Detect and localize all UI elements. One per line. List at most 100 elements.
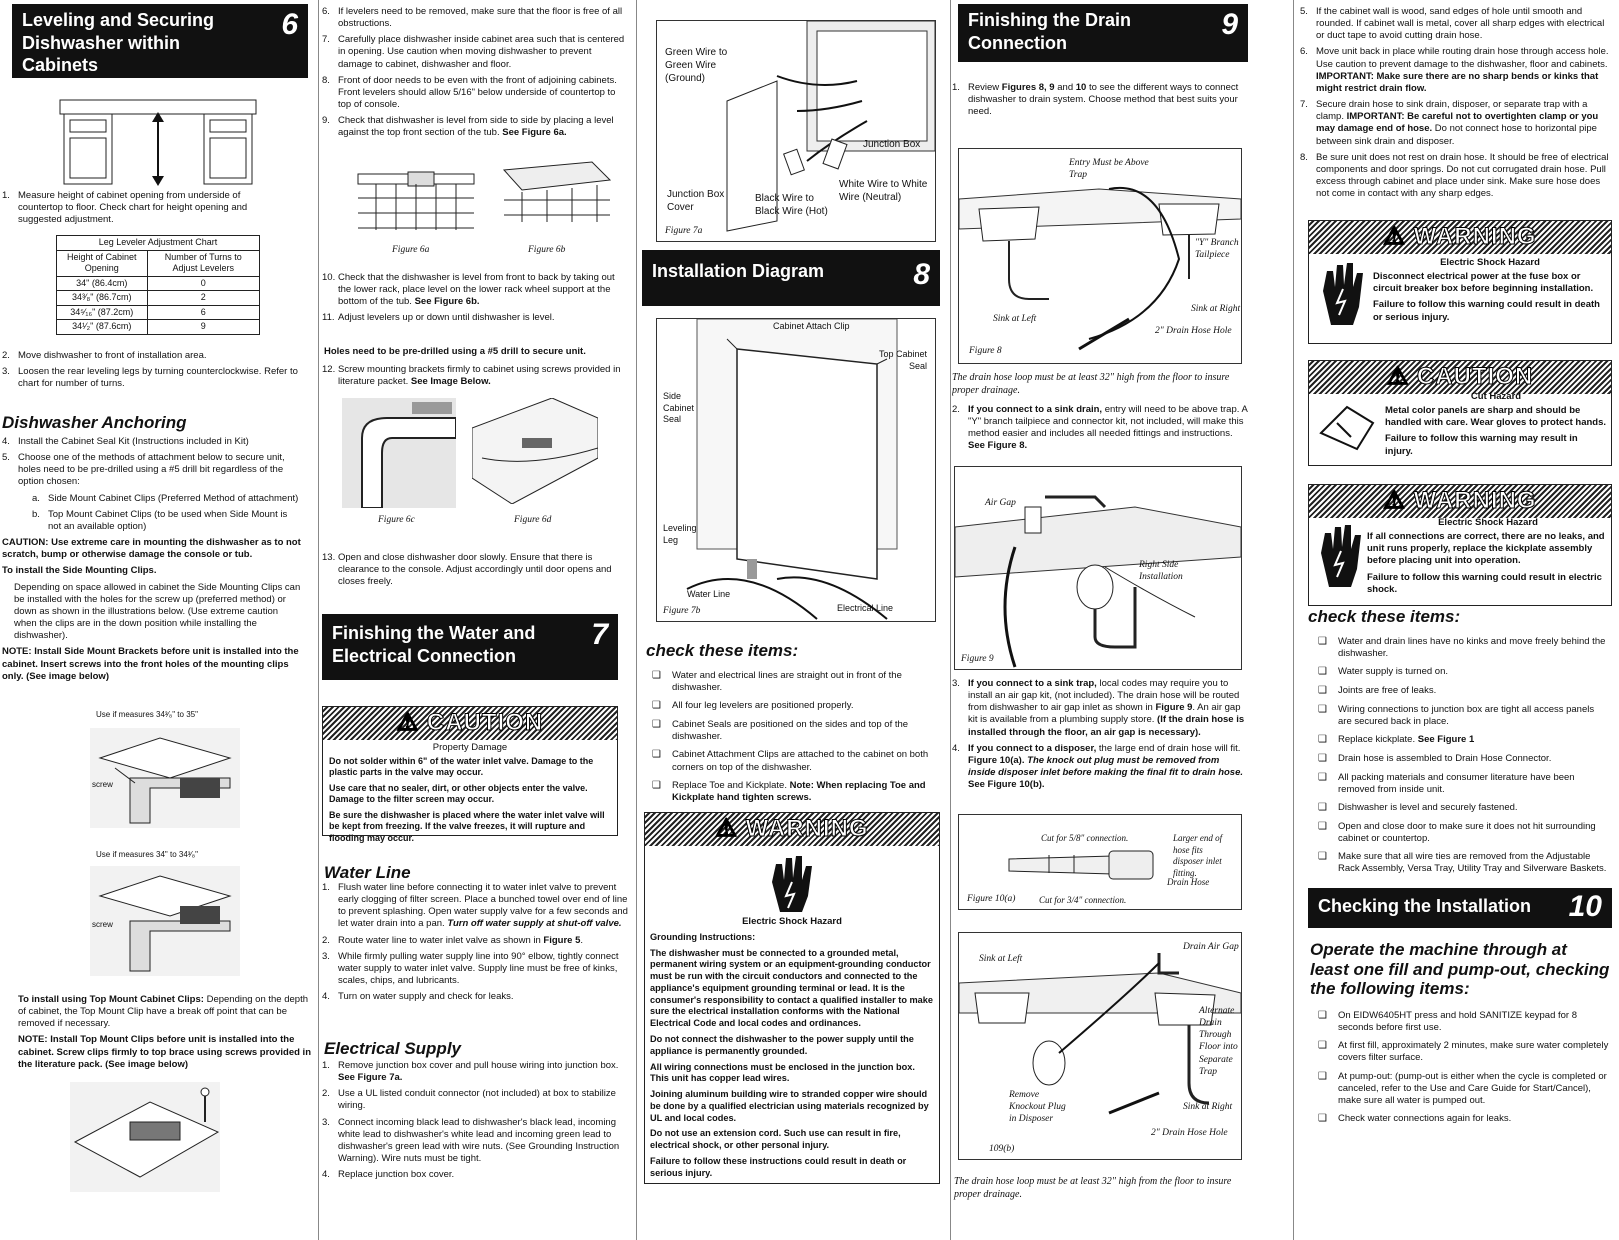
step-text: Use a UL listed conduit connector (not i… [338,1088,616,1112]
section-number: 7 [591,618,608,651]
figure-ref: Figure 5 [543,934,581,946]
black-wire-label: Black Wire to Black Wire (Hot) [755,193,828,217]
electrical-steps: 1.Remove junction box cover and pull hou… [322,1060,628,1185]
step-text: Install the Cabinet Seal Kit (Instructio… [18,436,249,447]
top-mount-text: To install using Top Mount Cabinet Clips… [2,994,312,1075]
section-7-header: Finishing the Water and Electrical Conne… [322,614,618,680]
section-9-header: Finishing the Drain Connection 9 [958,4,1248,62]
column-divider [636,0,637,1240]
check-item: Water supply is turned on. [1338,666,1449,678]
figure-ref: 10 [1075,82,1087,93]
step-text: Check that dishwasher is level from side… [338,115,614,139]
cabinet-measure-illustration [59,99,257,186]
chart-cell: 34⁵⁄₁₆" (87.2cm) [56,304,148,321]
drain-hole-label: 2" Drain Hose Hole [1155,326,1232,336]
warning-p2: Failure to follow this warning could res… [1373,299,1600,323]
loop-note: The drain hose loop must be at least 32"… [952,372,1230,396]
remove-knockout-label: Remove Knockout Plug in Disposer [1009,1090,1066,1125]
side-clip-up-illustration [90,728,240,828]
screw-label: screw [92,920,113,929]
figure-ref: See Figure 6b. [414,296,480,308]
sink-left-label: Sink at Left [979,954,1023,964]
drain-step-1: 1.Review Figures 8, 9 and 10 to see the … [952,82,1239,118]
check-item: At pump-out: (pump-out is either when th… [1338,1070,1607,1106]
check-item: Open and close door to make sure it does… [1338,820,1596,845]
figure-ref: Figure 10(a). [968,754,1025,766]
warning-subtitle: Electric Shock Hazard [1438,517,1538,528]
step-bold: (If the drain hose is installed through … [968,714,1245,738]
warning-banner: ⚠ WARNING [645,813,939,846]
figure-6d-caption: Figure 6d [514,515,552,525]
warning-word: WARNING [1413,223,1537,251]
entry-label: Entry Must be Above Trap [1069,158,1149,181]
warning-p1: Disconnect electrical power at the fuse … [1373,271,1594,295]
section-title: Electrical Connection [332,645,517,666]
figure-7a-caption: Figure 7a [665,226,703,236]
top-seal-label: Top Cabinet Seal [878,349,927,371]
leg-leveler-chart: Leg Leveler Adjustment Chart Height of C… [56,235,261,335]
figure-ref: Figure 9 [1155,702,1193,714]
step-text: Adjust levelers up or down until dishwas… [338,312,555,324]
step-text: Be sure unit does not rest on drain hose… [1316,151,1609,200]
warning-word: WARNING [745,815,869,843]
chart-cell: 0 [146,275,261,292]
chart-title: Leg Leveler Adjustment Chart [56,235,260,251]
column-3: Green Wire to Green Wire (Ground) Juncti… [638,0,948,1240]
step-13: 13.Open and close dishwasher door slowly… [322,552,628,592]
chart-cell: 34" (86.4cm) [56,275,148,292]
figure-ref: Figures 8, 9 [1001,82,1055,93]
warning-grounding-box: ⚠ WARNING Electric Shock Hazard Groundin… [644,812,940,1184]
step-emphasis: Turn off water supply at shut-off valve. [447,918,622,930]
operate-heading: Operate the machine through at least one… [1310,940,1610,999]
step-text: and [1057,82,1074,93]
grounding-p2: Do not connect the dishwasher to the pow… [650,1034,914,1056]
step-lead: If you connect to a sink trap, [968,678,1097,689]
figure-6b-illustration [502,161,612,222]
step-text: Front of door needs to be even with the … [338,74,617,111]
figure-10a: Cut for 5/8" connection. Larger end of h… [958,814,1242,910]
drain-hose-label: Drain Hose [1167,877,1210,887]
electrical-line-label: Electrical Line [837,603,894,613]
shock-hazard-icon [772,855,812,912]
warning-banner: ⚠ WARNING [1309,485,1611,518]
caution-box-cut: ⚠ CAUTION Cut Hazard Metal color panels … [1308,360,1612,466]
caution-p2: Use care that no sealer, dirt, or other … [329,782,588,805]
steps-6-9: 6.If levelers need to be removed, make s… [322,6,628,144]
figure-6b-caption: Figure 6b [528,245,566,255]
check-item: Dishwasher is level and securely fastene… [1338,802,1518,814]
column-4: Finishing the Drain Connection 9 1.Revie… [952,0,1292,1240]
check-item: At first fill, approximately 2 minutes, … [1338,1040,1609,1064]
check-item: Cabinet Seals are positioned on the side… [672,719,909,743]
step-bold: IMPORTANT: Be careful not to overtighten… [1316,111,1599,135]
step-text: entry will need to be above trap. A "Y" … [968,404,1248,440]
caution-box: ⚠ CAUTION Property Damage Do not solder … [322,706,618,843]
section-title: Checking the Installation [1318,896,1532,916]
step-text: Check that the dishwasher is level from … [338,272,615,308]
figure-6c-illustration [342,398,456,508]
step-text: Carefully place dishwasher inside cabine… [338,34,625,70]
check-item: Joints are free of leaks. [1338,685,1437,697]
caution-p1: Metal color panels are sharp and should … [1385,405,1607,429]
check-items-title: check these items: [1308,607,1461,626]
cut-58-label: Cut for 5/8" connection. [1041,833,1129,843]
section-10-header: Checking the Installation 10 [1308,888,1612,928]
section-title: Cabinets [22,55,99,75]
step-text: Secure drain hose to sink drain, dispose… [1316,99,1588,123]
sink-right-label: Sink at Right [1183,1102,1233,1112]
check-note: Note: When replacing Toe and Kickplate h… [672,779,926,803]
caution-word: CAUTION [1416,363,1534,391]
figure-10b: Sink at Left Drain Air Gap Alternate Dra… [958,932,1242,1160]
figure-ref: See Figure 8. [968,440,1028,452]
figure-8-drawing [959,186,1241,351]
water-line-title: Water Line [324,863,411,882]
grounding-p5: Do not use an extension cord. Such use c… [650,1128,901,1151]
step-lead: If you connect to a disposer, [968,742,1097,754]
section-title: Leveling and Securing [22,10,215,30]
step-text: local codes may require you to install a… [968,678,1240,714]
grounding-p1: The dishwasher must be connected to a gr… [650,947,933,1029]
junction-cover-label: Junction Box Cover [667,189,725,213]
step-text: Remove junction box cover and pull house… [338,1060,619,1071]
shock-hazard-icon [1321,525,1361,587]
check-item: On EIDW6405HT press and hold SANITIZE ke… [1338,1010,1578,1034]
electrical-supply-title: Electrical Supply [324,1039,461,1058]
